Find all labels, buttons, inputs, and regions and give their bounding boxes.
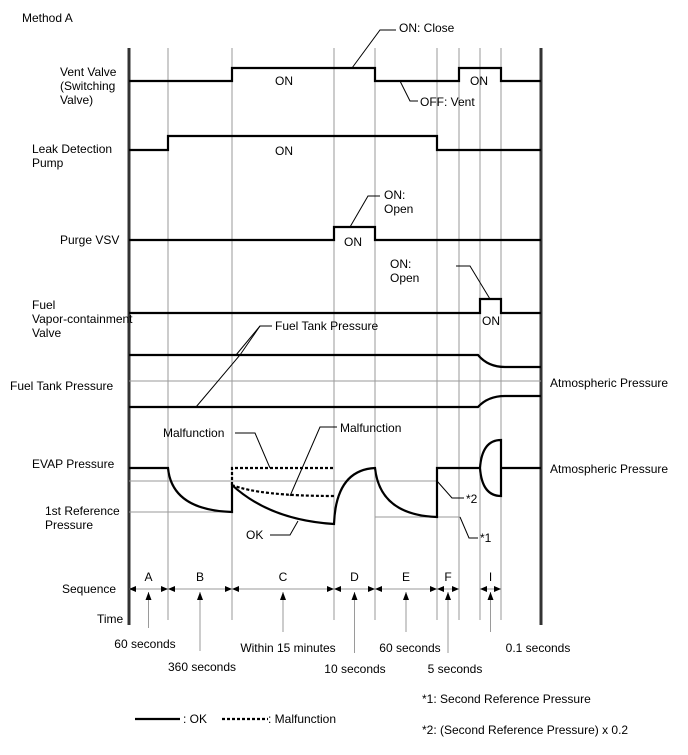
label-vent-valve-2: (Switching: [60, 79, 115, 93]
sequence-label: F: [444, 570, 451, 584]
label-leak-pump: Leak Detection: [32, 142, 112, 156]
time-label: 60 seconds: [379, 641, 440, 655]
purge-vsv-trace: [129, 225, 541, 242]
arrow-up-icon: [403, 592, 409, 600]
leak-pump-trace: [129, 134, 541, 152]
label-vent-valve-3: Valve): [60, 93, 93, 107]
time-label: 5 seconds: [428, 662, 483, 676]
label-fuel-vapor: Fuel: [32, 298, 55, 312]
label-fuel-vapor-2: Vapor-containment: [32, 312, 133, 326]
label-fuel-vapor-3: Valve: [32, 326, 61, 340]
time-label: 10 seconds: [324, 662, 385, 676]
label-leak-pump-2: Pump: [32, 156, 64, 170]
ok-label: OK: [246, 528, 263, 542]
arrow-icon: [437, 586, 459, 592]
vent-on-label-2: ON: [470, 74, 488, 88]
sequence-label: B: [196, 570, 204, 584]
atmospheric-label-2: Atmospheric Pressure: [550, 462, 668, 476]
star2-label: *2: [466, 492, 478, 506]
label-purge-vsv: Purge VSV: [60, 233, 119, 247]
sequence-label: A: [144, 570, 152, 584]
leader: [235, 432, 271, 469]
sequence-label: C: [279, 570, 288, 584]
vent-valve-trace: [129, 66, 541, 83]
fv-on-open-1: ON:: [390, 257, 411, 271]
fuel-vapor-trace: [129, 297, 541, 315]
time-label: Within 15 minutes: [240, 641, 335, 655]
label-evap-pressure: EVAP Pressure: [32, 457, 115, 471]
leader: [436, 480, 464, 499]
arrow-up-icon: [197, 592, 203, 600]
time-gridlines: [167, 48, 502, 620]
label-sequence: Sequence: [62, 582, 116, 596]
sequence-row: A 60 seconds B 360 seconds C Within 15 minute…: [114, 570, 570, 676]
arrow-icon: [168, 586, 232, 592]
fuel-vapor-on-label: ON: [482, 314, 500, 328]
legend-ok-label: : OK: [183, 712, 207, 726]
arrow-icon: [480, 586, 501, 592]
leader: [270, 520, 299, 536]
on-close-label: ON: Close: [399, 21, 455, 35]
tank-pressure-annot: Fuel Tank Pressure: [275, 319, 378, 333]
note-2: *2: (Second Reference Pressure) x 0.2: [422, 723, 628, 737]
sequence-label: D: [350, 570, 359, 584]
arrow-up-icon: [487, 592, 494, 600]
purge-on-label: ON: [344, 235, 362, 249]
label-vent-valve: Vent Valve: [60, 65, 117, 79]
leader: [459, 516, 478, 539]
time-label: 60 seconds: [114, 637, 175, 651]
malfunction-label-2: Malfunction: [340, 421, 401, 435]
legend-malfunction-label: : Malfunction: [268, 712, 336, 726]
pump-on-label: ON: [275, 144, 293, 158]
vent-on-label: ON: [275, 74, 293, 88]
fv-on-open-2: Open: [390, 271, 419, 285]
leader: [351, 29, 396, 69]
sequence-label: I: [489, 570, 492, 584]
off-vent-label: OFF: Vent: [420, 95, 475, 109]
leader: [195, 325, 272, 408]
evap-ok-trace: [129, 438, 541, 526]
atmospheric-label: Atmospheric Pressure: [550, 376, 668, 390]
time-label: 0.1 seconds: [506, 641, 571, 655]
sequence-label: E: [402, 570, 410, 584]
tank-pressure-upper-trace: [129, 353, 541, 369]
star1-label: *1: [480, 531, 492, 545]
label-fuel-tank-pressure: Fuel Tank Pressure: [10, 379, 113, 393]
purge-on-open-2: Open: [384, 202, 413, 216]
arrow-up-icon: [280, 592, 286, 600]
label-first-ref-2: Pressure: [45, 518, 93, 532]
label-time: Time: [97, 612, 124, 626]
diagram-title: Method A: [22, 11, 73, 25]
leader: [399, 80, 418, 102]
arrow-up-icon: [445, 592, 451, 600]
leader: [289, 426, 337, 497]
note-1: *1: Second Reference Pressure: [422, 692, 591, 706]
evap-malfunction-trace: [230, 466, 335, 498]
leader: [235, 325, 261, 356]
leader: [456, 265, 491, 300]
purge-on-open-1: ON:: [384, 188, 405, 202]
arrow-icon: [375, 586, 437, 592]
malfunction-label-1: Malfunction: [163, 426, 224, 440]
arrow-up-icon: [351, 592, 358, 600]
tank-pressure-lower-trace: [129, 394, 541, 409]
time-label: 360 seconds: [168, 660, 236, 674]
arrow-up-icon: [145, 592, 152, 600]
leader: [349, 195, 380, 228]
label-first-ref: 1st Reference: [45, 504, 120, 518]
